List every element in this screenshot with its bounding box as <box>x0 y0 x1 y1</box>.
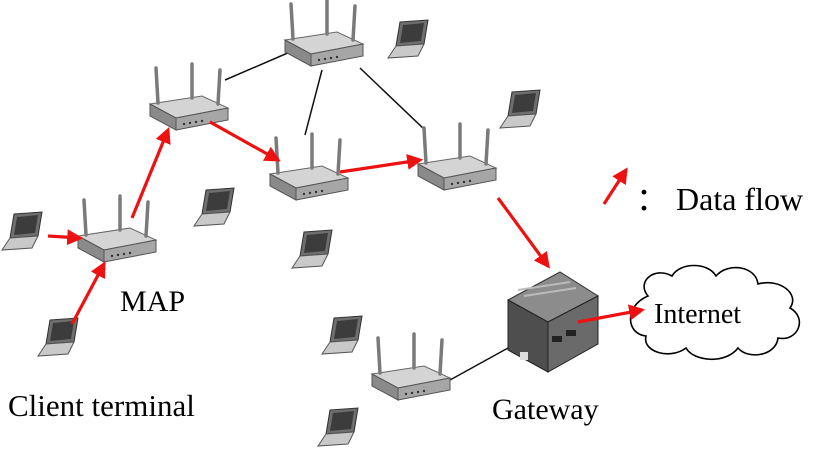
laptop-icon <box>193 187 235 227</box>
arrow-icon <box>70 261 106 325</box>
arrow-icon <box>47 229 84 246</box>
legend-arrow-icon <box>602 167 628 205</box>
arrow-icon <box>577 304 646 324</box>
laptop-icon <box>321 315 363 355</box>
data-flow-legend-label: ： Data flow <box>636 181 804 217</box>
router-icon <box>268 132 350 202</box>
router-icon <box>76 194 158 264</box>
cloud-icon <box>629 264 801 360</box>
router-icon <box>283 0 365 68</box>
data-flow-arrows <box>47 120 646 325</box>
mesh-links <box>224 51 509 381</box>
laptop-icon <box>499 89 541 129</box>
gateway-label: Gateway <box>492 393 599 426</box>
internet-label: Internet <box>654 299 742 330</box>
laptop-icon <box>317 407 359 447</box>
laptop-icon <box>1 211 43 251</box>
arrow-icon <box>339 153 424 174</box>
client-terminal-label: Client terminal <box>8 388 195 423</box>
arrow-icon <box>130 127 171 219</box>
arrow-icon <box>496 197 550 269</box>
gateway-icon <box>506 271 600 373</box>
map-label: MAP <box>120 285 186 318</box>
laptop-icon <box>387 19 429 59</box>
router-icon <box>148 62 230 132</box>
laptop-icon <box>291 229 333 269</box>
router-icon <box>370 332 452 402</box>
arrow-icon <box>209 120 281 162</box>
router-icon <box>416 122 498 192</box>
